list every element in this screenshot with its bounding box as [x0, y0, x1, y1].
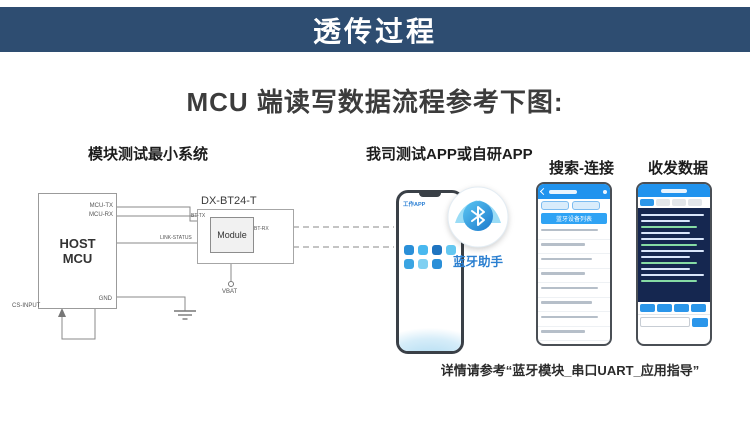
menu-icon: [603, 189, 607, 194]
device-list-row: [538, 243, 610, 254]
console-line: [641, 244, 698, 246]
toolbar-button: [656, 199, 670, 206]
pin-mcu-tx: MCU-TX: [89, 203, 113, 209]
module-box-label: Module: [217, 230, 247, 240]
device-list-row: [538, 316, 610, 327]
pin-mcu-rx: MCU-RX: [89, 212, 113, 218]
console-line: [641, 274, 705, 276]
pin-bt-tx: BT-TX: [191, 213, 206, 219]
phone-status-text: 工作APP: [403, 202, 426, 208]
stop-button: [572, 200, 600, 210]
pin-vbat: VBAT: [222, 289, 238, 295]
pin-cs-input: CS-INPUT: [12, 303, 41, 309]
page-header: 透传过程: [0, 7, 750, 52]
module-model-label: DX-BT24-T: [201, 195, 257, 207]
device-list-row: [538, 258, 610, 269]
device-list-row: [538, 345, 610, 347]
console-toolbar: [638, 197, 710, 208]
scan-button: [541, 200, 569, 210]
app-icon: [432, 245, 442, 255]
pin-bt-rx: BT-RX: [254, 226, 269, 232]
app-icon-grid: [404, 245, 456, 269]
host-mcu-label: MCU: [62, 251, 93, 266]
pin-link-status: LINK-STATUS: [160, 235, 192, 241]
bluetooth-assistant-icon: [447, 186, 509, 248]
console-buttons: [638, 302, 710, 314]
device-list-header: 蓝牙设备列表: [541, 213, 607, 224]
search-connect-phone: 蓝牙设备列表: [536, 182, 612, 346]
app-icon: [404, 259, 414, 269]
pin-gnd: GND: [98, 296, 112, 302]
app-icon: [418, 245, 428, 255]
device-list-row: [538, 287, 610, 298]
footer-reference-note: 详情请参考“蓝牙模块_串口UART_应用指导”: [440, 363, 700, 378]
console-line: [641, 256, 690, 258]
feedback-arrow: [58, 308, 66, 317]
page-header-title: 透传过程: [312, 15, 437, 47]
host-mcu-label: HOST: [59, 236, 96, 251]
data-console: [638, 208, 710, 302]
console-line: [641, 280, 698, 282]
console-button: [674, 304, 689, 312]
console-line: [641, 250, 705, 252]
app-icon: [404, 245, 414, 255]
device-list-row: [538, 229, 610, 240]
scan-controls: [538, 199, 610, 211]
app-header-bar: [538, 184, 610, 199]
app-icon: [432, 259, 442, 269]
send-input-row: [638, 314, 710, 329]
bluetooth-assistant-label: 蓝牙助手: [452, 255, 503, 269]
console-button: [657, 304, 672, 312]
label-send-receive: 收发数据: [648, 160, 709, 177]
dashed-connectors: [293, 226, 394, 248]
main-title: MCU 端读写数据流程参考下图:: [186, 87, 564, 117]
phone-notch: [419, 193, 441, 197]
label-circuit-system: 模块测试最小系统: [88, 146, 209, 163]
console-line: [641, 238, 705, 240]
console-line: [641, 232, 690, 234]
console-line: [641, 214, 705, 216]
back-icon: [539, 187, 548, 196]
console-line: [641, 226, 698, 228]
app-icon: [418, 259, 428, 269]
app-header-bar: [638, 184, 710, 197]
console-line: [641, 268, 690, 270]
device-list-row: [538, 301, 610, 312]
device-list-row: [538, 330, 610, 341]
device-list: [538, 225, 610, 344]
toolbar-button: [640, 199, 654, 206]
module-box: Module: [210, 217, 254, 253]
app-icon: [446, 245, 456, 255]
console-line: [641, 262, 698, 264]
console-line: [641, 220, 690, 222]
data-transfer-phone: [636, 182, 712, 346]
title-placeholder: [549, 189, 577, 194]
toolbar-button: [672, 199, 686, 206]
send-input: [640, 317, 690, 327]
toolbar-button: [688, 199, 702, 206]
console-button: [640, 304, 655, 312]
device-list-row: [538, 272, 610, 283]
title-placeholder: [661, 188, 687, 193]
screen-wave-decoration: [399, 311, 461, 351]
send-button: [692, 317, 708, 327]
host-mcu-box: HOST MCU MCU-TX MCU-RX GND: [38, 193, 117, 309]
vbat-terminal: [228, 281, 234, 287]
label-search-connect: 搜索-连接: [549, 160, 614, 177]
console-button: [691, 304, 706, 312]
app-phone-mockup: 工作APP: [396, 190, 464, 354]
label-test-app: 我司测试APP或自研APP: [366, 146, 533, 163]
ground-symbol: [174, 310, 196, 320]
